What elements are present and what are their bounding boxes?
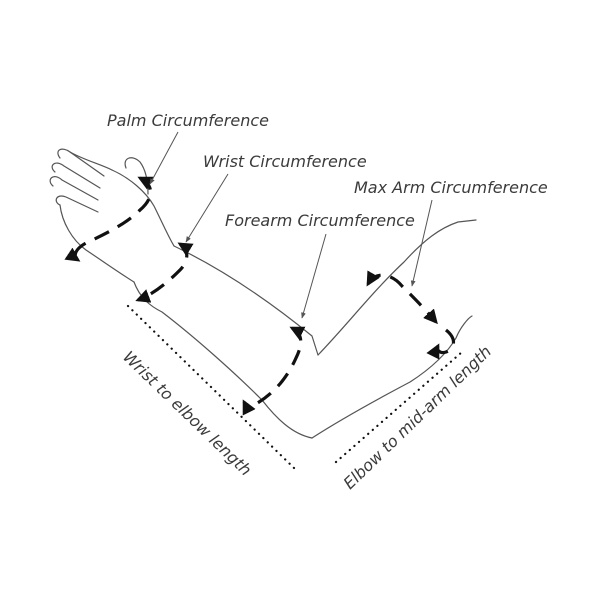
- measurement-curves: [64, 176, 456, 416]
- elbow-to-mid-arm-dotted-line: [334, 350, 464, 464]
- wrist-circumference-label: Wrist Circumference: [203, 152, 367, 171]
- wrist-leader: [185, 173, 229, 243]
- forearm-leader: [301, 233, 327, 319]
- forearm-circumference-label: Forearm Circumference: [225, 211, 415, 230]
- palm-leader: [149, 131, 179, 185]
- elbow-to-mid-arm-length-label: Elbow to mid-arm length: [340, 342, 496, 493]
- max-arm-circumference-label: Max Arm Circumference: [354, 178, 548, 197]
- palm-circumference-label: Palm Circumference: [107, 111, 269, 130]
- palm-measure-curve: [64, 176, 154, 262]
- forearm-measure-curve: [242, 326, 306, 416]
- wrist-to-elbow-dotted-line: [126, 304, 296, 470]
- max-arm-leader: [410, 199, 433, 287]
- length-lines: [126, 304, 464, 470]
- max-arm-measure-curve: [366, 270, 438, 325]
- max-arm-lower-curve: [426, 328, 456, 360]
- wrist-to-elbow-length-label: Wrist to elbow length: [119, 347, 255, 479]
- wrist-measure-curve: [135, 242, 194, 303]
- leader-lines: [149, 131, 433, 319]
